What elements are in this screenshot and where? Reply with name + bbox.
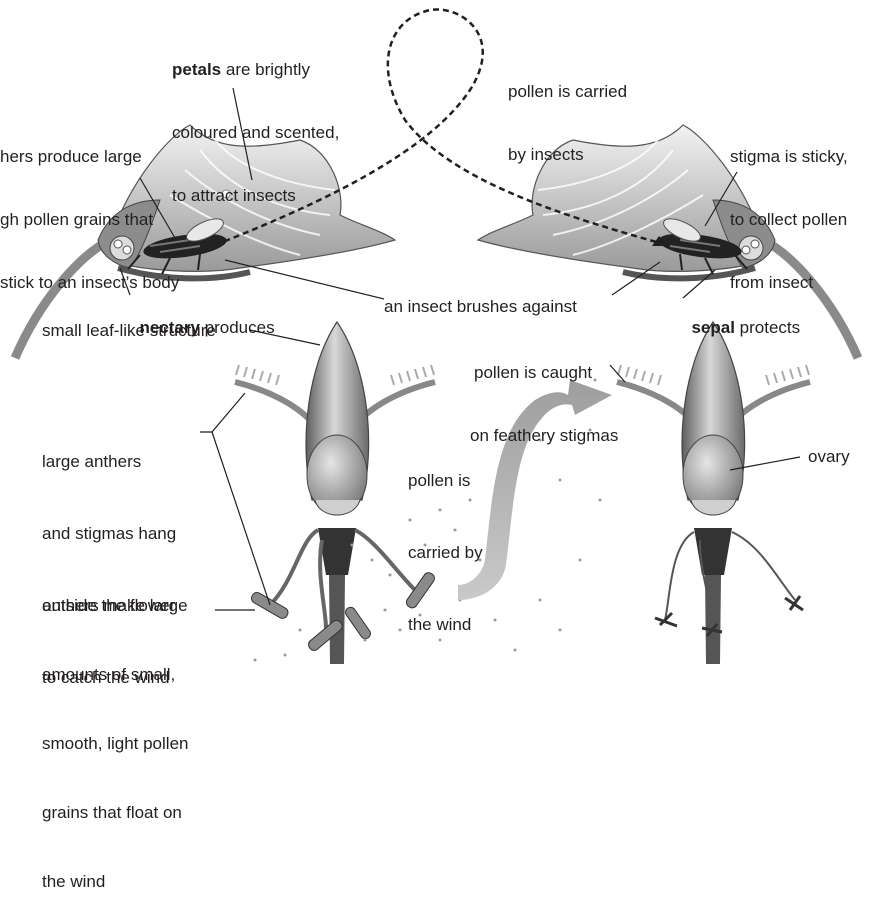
anthers-make-line-2: amounts of small, bbox=[42, 663, 188, 686]
anthers-line-2: gh pollen grains that bbox=[0, 209, 179, 230]
anthers-make-line-1: anthers make large bbox=[42, 594, 188, 617]
pollen-insects-line-2: by insects bbox=[508, 144, 627, 165]
carried-wind-line-1: pollen is bbox=[408, 469, 483, 493]
anthers-line-3: stick to an insect’s body bbox=[0, 272, 179, 293]
sepal-term: sepal bbox=[691, 318, 734, 337]
stigma-label: stigma is sticky, to collect pollen from… bbox=[730, 104, 848, 314]
petals-label: petals are brightly coloured and scented… bbox=[172, 17, 339, 227]
sepal-text: protects bbox=[735, 318, 800, 337]
wind-flower-left bbox=[235, 322, 436, 664]
stigma-line-2: to collect pollen bbox=[730, 209, 848, 230]
carried-wind-label: pollen is carried by the wind bbox=[408, 421, 483, 661]
petals-term: petals bbox=[172, 60, 221, 79]
anthers-label: hers produce large gh pollen grains that… bbox=[0, 104, 179, 314]
petals-text-3: to attract insects bbox=[172, 185, 339, 206]
ovary-label: ovary bbox=[808, 446, 850, 467]
caught-line-1: pollen is caught bbox=[470, 362, 618, 383]
leaf-structure-label: small leaf-like structure bbox=[42, 320, 216, 341]
anthers-make-line-3: smooth, light pollen bbox=[42, 732, 188, 755]
brushes-label: an insect brushes against bbox=[384, 296, 577, 317]
pollen-insects-line-1: pollen is carried bbox=[508, 81, 627, 102]
pollen-insects-label: pollen is carried by insects bbox=[508, 39, 627, 186]
petals-text-1: are brightly bbox=[221, 60, 310, 79]
anthers-make-label: anthers make large amounts of small, smo… bbox=[42, 548, 188, 916]
sepal-label: sepal protects bbox=[682, 296, 800, 338]
anthers-make-line-5: the wind bbox=[42, 870, 188, 893]
petals-text-2: coloured and scented, bbox=[172, 122, 339, 143]
large-anthers-line-1: large anthers bbox=[42, 450, 176, 474]
stigma-line-3: from insect bbox=[730, 272, 848, 293]
caught-label: pollen is caught on feathery stigmas bbox=[470, 320, 618, 467]
anthers-line-1: hers produce large bbox=[0, 146, 179, 167]
large-anthers-line-2: and stigmas hang bbox=[42, 522, 176, 546]
stigma-line-1: stigma is sticky, bbox=[730, 146, 848, 167]
anthers-make-line-4: grains that float on bbox=[42, 801, 188, 824]
carried-wind-line-3: the wind bbox=[408, 613, 483, 637]
wind-flower-right bbox=[617, 322, 810, 664]
caught-line-2: on feathery stigmas bbox=[470, 425, 618, 446]
carried-wind-line-2: carried by bbox=[408, 541, 483, 565]
